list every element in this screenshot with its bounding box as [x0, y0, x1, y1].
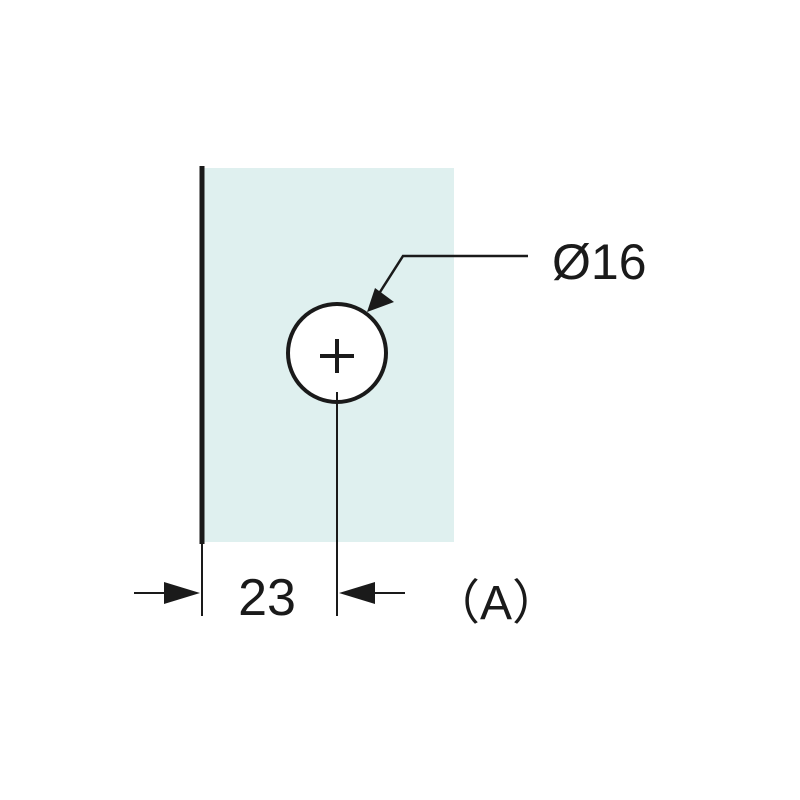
- hole-diameter-label: Ø16: [552, 234, 647, 290]
- center-cross-icon: [320, 339, 354, 373]
- offset-dimension-label: 23: [238, 569, 296, 627]
- dimension-arrowhead-left-icon: [164, 582, 200, 604]
- dimension-arrowhead-right-icon: [339, 582, 375, 604]
- diameter-arrowhead-icon: [367, 288, 394, 312]
- diameter-leader-line: [371, 254, 528, 304]
- view-label: （A）: [432, 577, 560, 630]
